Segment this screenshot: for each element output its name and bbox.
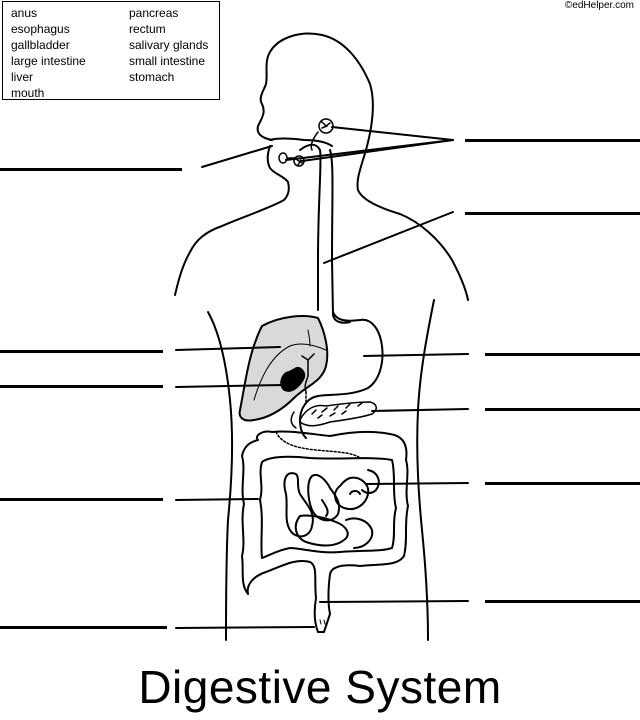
leader-liver [175,346,281,351]
word-esophagus: esophagus [11,22,70,36]
word-small-intestine: small intestine [129,54,206,68]
liver-detail [253,329,327,401]
word-liver: liver [11,70,34,84]
answer-blank-rectum[interactable] [485,600,640,603]
leader-lines [175,126,469,629]
duodenum-dotted [275,431,361,459]
answer-blank-esophagus[interactable] [465,212,640,215]
pancreas [290,401,377,429]
word-mouth: mouth [11,86,45,100]
leader-small-intestine [365,482,469,485]
small-intestine [283,469,380,549]
anus [319,619,326,625]
answer-blank-salivary-glands[interactable] [465,139,640,142]
answer-blank-large-intestine[interactable] [0,498,163,501]
leader-rectum [319,600,469,603]
word-stomach: stomach [129,70,175,84]
answer-blank-pancreas[interactable] [485,408,640,411]
leader-anus [175,626,315,629]
answer-blank-anus[interactable] [0,626,167,629]
word-bank-column-1: anus esophagus gallbladder large intesti… [11,5,86,101]
leader-salivary-3 [285,139,454,161]
leader-gallbladder [175,384,285,388]
gallbladder [280,366,306,392]
bile-duct [301,353,315,393]
copyright-notice: ©edHelper.com [564,0,634,11]
word-rectum: rectum [129,22,166,36]
word-salivary-glands: salivary glands [129,38,209,52]
body-outline [174,32,469,641]
answer-blank-liver[interactable] [0,350,163,353]
leader-large-intestine [175,498,259,501]
leader-pancreas [371,408,469,412]
answer-blank-small-intestine[interactable] [485,482,640,485]
word-anus: anus [11,6,38,20]
liver [238,315,329,422]
leader-mouth [201,145,273,168]
leader-esophagus [323,211,454,264]
word-gallbladder: gallbladder [11,38,70,52]
answer-blank-stomach[interactable] [485,353,640,356]
word-bank: anus esophagus gallbladder large intesti… [2,1,220,100]
answer-blank-gallbladder[interactable] [0,385,163,388]
answer-blank-mouth[interactable] [0,168,182,171]
leader-stomach [363,353,469,357]
word-pancreas: pancreas [129,6,179,20]
leader-salivary-1 [331,126,454,141]
word-bank-column-2: pancreas rectum salivary glands small in… [129,5,208,85]
page-title: Digestive System [138,661,502,713]
word-large-intestine: large intestine [11,54,86,68]
esophagus [299,143,351,324]
